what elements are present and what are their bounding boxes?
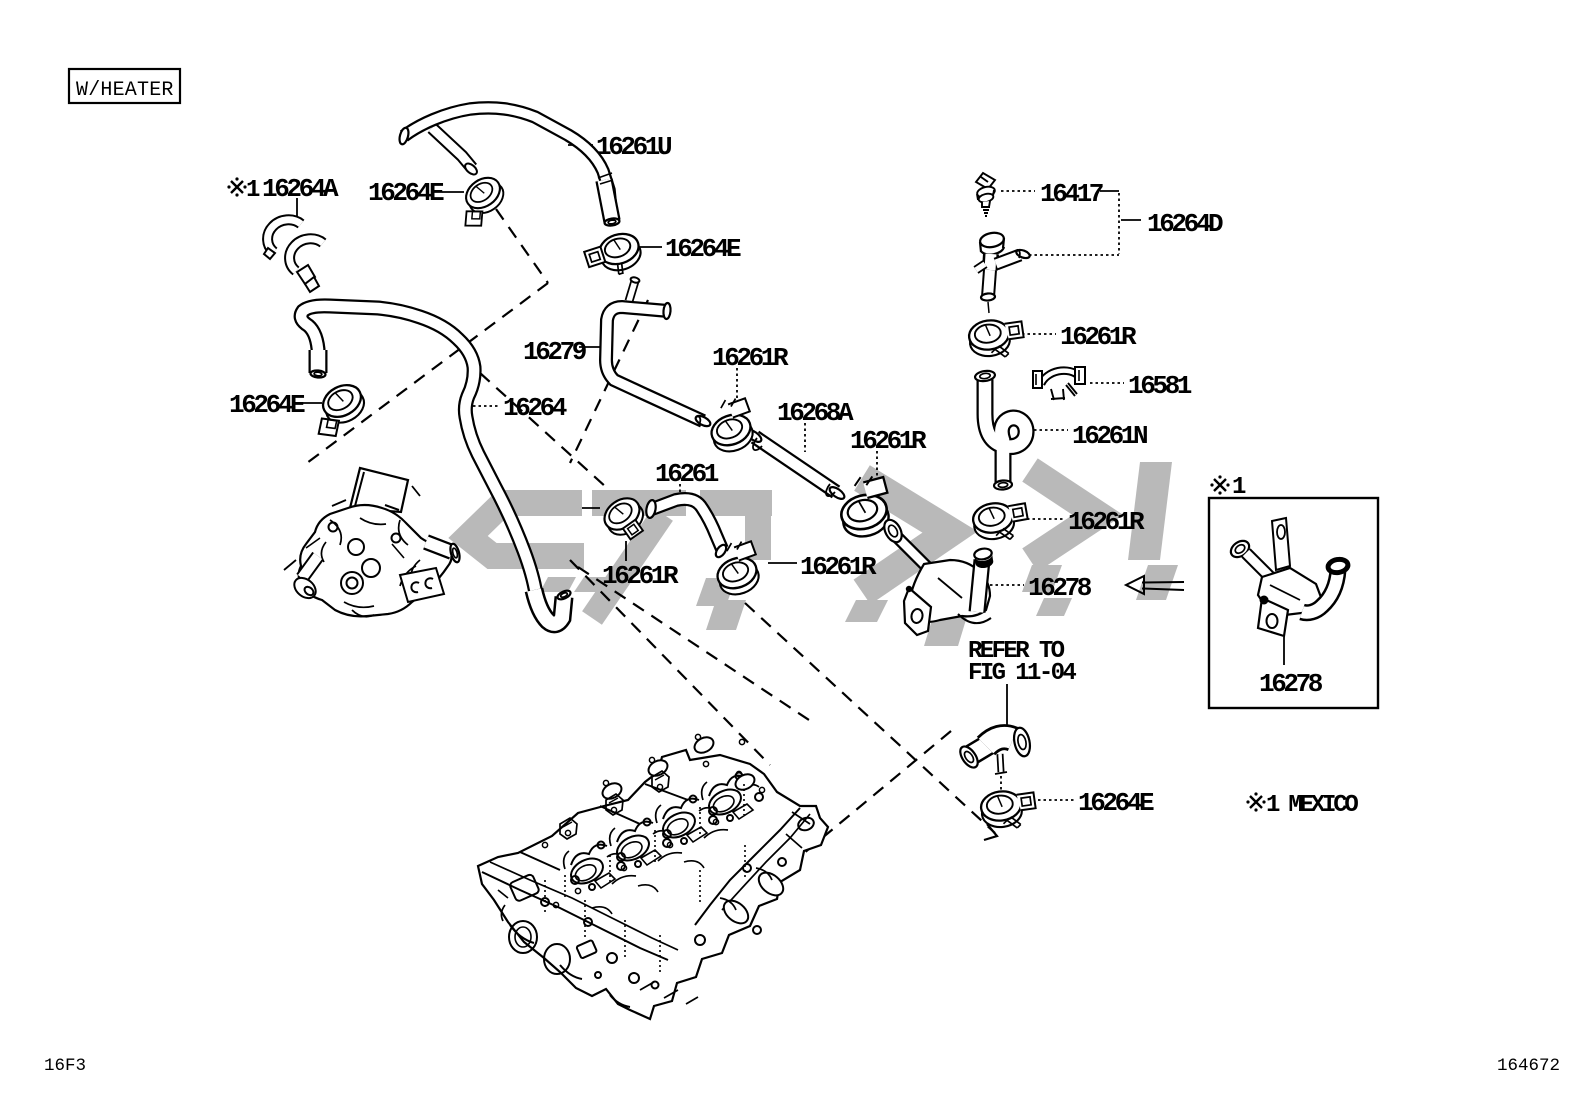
svg-text:16261R: 16261R bbox=[850, 426, 927, 456]
svg-text:16261R: 16261R bbox=[602, 561, 679, 591]
svg-text:REFER TO: REFER TO bbox=[968, 638, 1065, 665]
svg-text:16261R: 16261R bbox=[800, 552, 877, 582]
svg-text:16261R: 16261R bbox=[1060, 322, 1137, 352]
svg-text:16261U: 16261U bbox=[596, 132, 671, 162]
svg-text:16264: 16264 bbox=[503, 393, 567, 423]
svg-text:FIG 11-04: FIG 11-04 bbox=[968, 660, 1076, 687]
svg-text:16264E: 16264E bbox=[665, 234, 741, 264]
svg-text:W/HEATER: W/HEATER bbox=[76, 79, 174, 102]
svg-text:16268A: 16268A bbox=[777, 398, 854, 428]
svg-text:16581: 16581 bbox=[1128, 371, 1192, 401]
svg-text:16261N: 16261N bbox=[1072, 421, 1147, 451]
svg-text:16264E: 16264E bbox=[368, 178, 444, 208]
svg-text:16264E: 16264E bbox=[1078, 788, 1154, 818]
svg-text:16264D: 16264D bbox=[1147, 209, 1223, 239]
svg-text:16278: 16278 bbox=[1259, 669, 1323, 699]
svg-text:1 MEXICO: 1 MEXICO bbox=[1266, 792, 1358, 819]
svg-text:16261R: 16261R bbox=[712, 343, 789, 373]
svg-text:1: 1 bbox=[246, 177, 260, 204]
svg-text:16417: 16417 bbox=[1040, 179, 1103, 209]
svg-text:164672: 164672 bbox=[1497, 1056, 1560, 1076]
svg-text:16261R: 16261R bbox=[1068, 507, 1145, 537]
svg-text:16264E: 16264E bbox=[229, 390, 305, 420]
svg-text:1: 1 bbox=[1232, 474, 1246, 501]
svg-text:16261: 16261 bbox=[655, 459, 719, 489]
svg-text:16F3: 16F3 bbox=[44, 1056, 86, 1076]
svg-text:16279: 16279 bbox=[523, 337, 587, 367]
svg-text:16264A: 16264A bbox=[262, 174, 339, 204]
svg-text:16278: 16278 bbox=[1028, 573, 1092, 603]
